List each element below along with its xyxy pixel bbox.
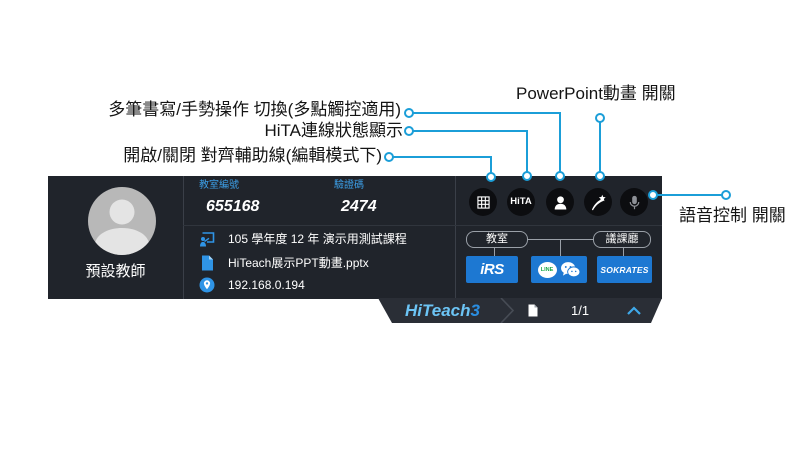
callout-ppt-animation-label: PowerPoint動畫 開關 [516,84,676,103]
group-connector-right [623,248,624,256]
microphone-icon [629,195,639,209]
hiteach-logo: HiTeach3 [405,301,480,321]
chevron-up-icon[interactable] [627,306,641,315]
brand-version: 3 [470,301,480,320]
line-icon: LINE [537,261,557,278]
classroom-code: 655168 [206,198,260,215]
pen-star-icon [591,194,606,210]
callout-line-hita-status [413,130,528,172]
callout-hita-status-label: HiTA連線狀態顯示 [264,121,403,140]
callout-align-guides-label: 開啟/關閉 對齊輔助線(編輯模式下) [123,146,382,165]
brand-name: HiTeach [405,301,471,320]
multi-pen-toggle-button[interactable] [546,188,574,216]
align-guides-button[interactable] [469,188,497,216]
line-wechat-button[interactable]: LINE [531,256,587,283]
group-connector-middle [560,239,561,256]
course-board-icon [200,232,215,247]
group-connector-left [494,248,495,256]
user-avatar-icon [88,187,156,255]
sokrates-button[interactable]: SOKRATES [597,256,652,283]
classroom-group-tag: 教室 [466,231,528,248]
callout-multi-pen-label: 多筆書寫/手勢操作 切換(多點觸控適用) [108,100,401,119]
callout-dot-ppt-animation-label [595,113,605,123]
line-logo-text: LINE [540,266,554,273]
divider-horizontal [183,225,662,226]
hita-label: HiTA [510,196,532,207]
callout-voice-control-label: 語音控制 開關 [679,206,786,225]
user-gesture-icon [554,195,566,210]
callout-dot-hita-status-label [404,126,414,136]
teacher-name: 預設教師 [85,263,146,280]
grid-icon [476,195,490,209]
file-icon [202,255,213,271]
file-name: HiTeach展示PPT動畫.pptx [228,256,369,270]
irs-logo-text: iRS [480,260,504,278]
callout-dot-align-guides-label [384,152,394,162]
callout-line-multi-pen [413,112,561,172]
hita-status-button[interactable]: HiTA [507,188,535,216]
voice-control-button[interactable] [620,188,648,216]
divider-left [183,176,184,299]
callout-dot-multi-pen-label [404,108,414,118]
hiteach-toolbar-panel: 預設教師 教室編號 655168 驗證碼 2474 105 學年度 12 年 演… [48,176,662,299]
verify-code-label: 驗證碼 [334,180,364,191]
lesson-hall-group-tag: 議課廳 [593,231,651,248]
verify-code: 2474 [341,198,377,215]
ppt-animation-toggle-button[interactable] [584,188,612,216]
callout-line-align-guides [393,156,492,173]
location-pin-icon [199,277,215,293]
irs-button[interactable]: iRS [466,256,518,283]
ip-address: 192.168.0.194 [228,278,305,292]
wechat-icon [560,262,580,278]
divider-right [455,176,456,299]
tab-separator-chevron [500,298,514,323]
classroom-code-label: 教室編號 [199,180,239,191]
footer-tab: HiTeach3 1/1 [378,298,662,323]
document-icon[interactable] [528,304,538,317]
callout-dot-voice-control-label [721,190,731,200]
course-name: 105 學年度 12 年 演示用測試課程 [228,232,407,246]
page-indicator[interactable]: 1/1 [571,303,590,318]
sokrates-logo-text: SOKRATES [600,264,649,275]
